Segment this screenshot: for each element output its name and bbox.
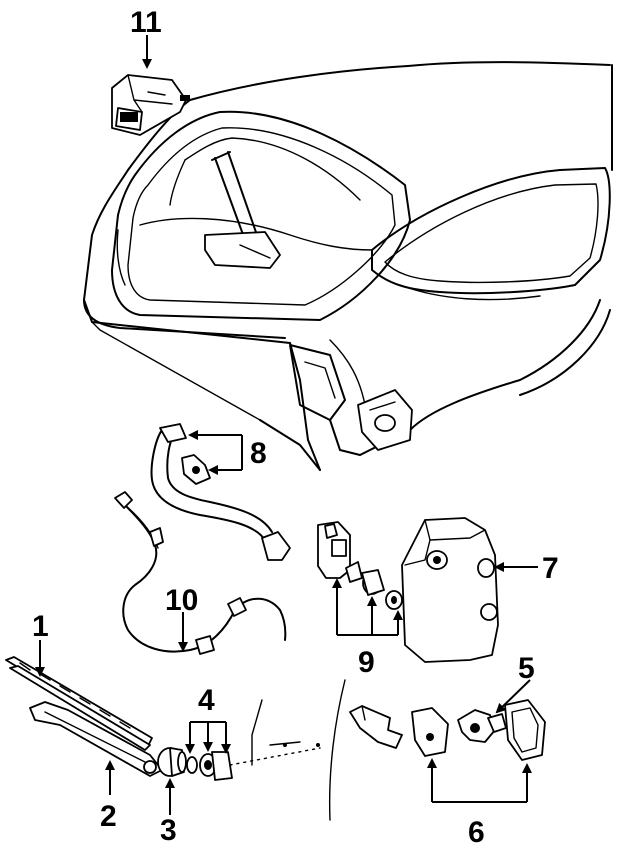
callout-8: 8 (250, 437, 267, 470)
callout-3: 3 (160, 814, 177, 847)
part-6-latch-seal (504, 699, 546, 761)
callout-11: 11 (130, 6, 162, 39)
part-10-washer-hose-long (114, 491, 287, 655)
part-3-cap (157, 747, 187, 777)
callout-9: 9 (358, 646, 375, 679)
callout-2: 2 (100, 800, 117, 833)
part-6-latch-bracket (349, 705, 449, 757)
callout-1: 1 (32, 610, 49, 643)
part-7-washer-reservoir (401, 517, 499, 663)
callout-4: 4 (198, 684, 215, 717)
callout-10: 10 (165, 584, 198, 617)
part-8-washer-hose (150, 423, 291, 561)
callout-5: 5 (518, 652, 535, 685)
part-9-washer-pump (317, 521, 403, 610)
vehicle-rear-body-illustration (83, 61, 613, 471)
part-5-latch-lock (457, 709, 507, 743)
part-11-wiper-motor-cover (111, 74, 190, 136)
part-4-seal-nut-set (186, 747, 321, 781)
callout-6: 6 (468, 816, 485, 849)
hatch-glass-edge (251, 679, 346, 821)
callout-7: 7 (542, 552, 559, 585)
part-1-wiper-blade (5, 656, 153, 751)
